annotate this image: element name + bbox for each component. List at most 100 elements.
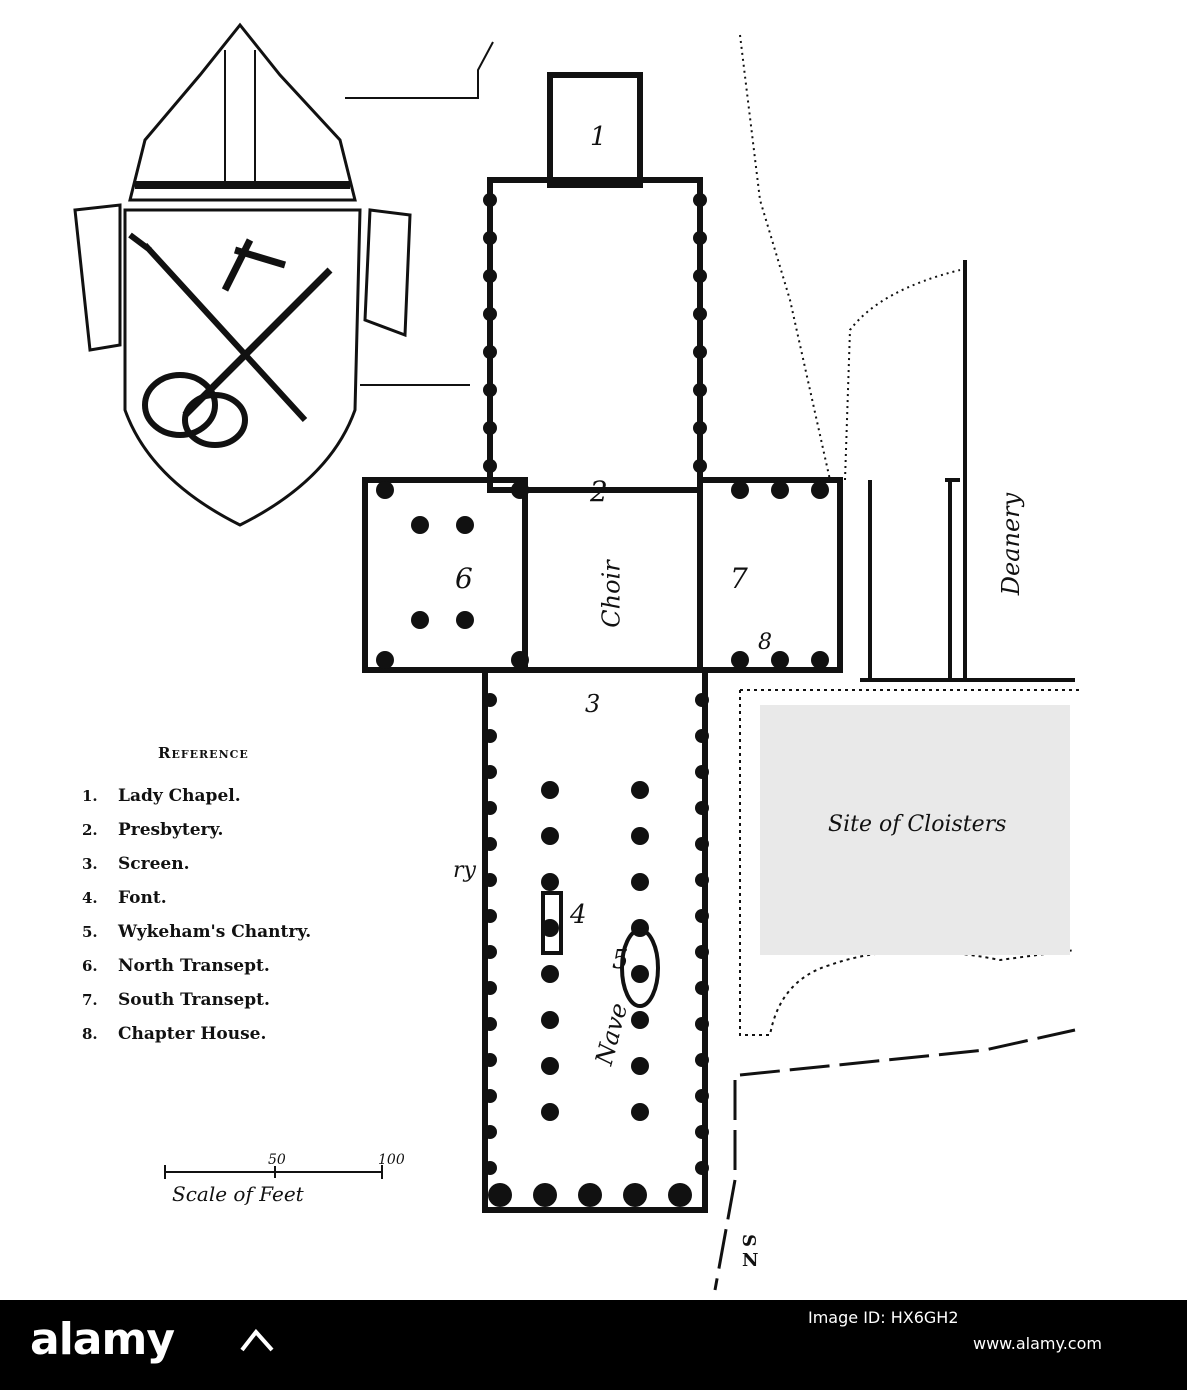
watermark-footer: alamy Image ID: HX6GH2 www.alamy.com — [0, 1300, 1187, 1390]
label-font: 4 — [570, 900, 587, 930]
pier — [695, 1125, 709, 1139]
pier — [376, 481, 394, 499]
pier — [541, 1103, 559, 1121]
reference-item: 7. South Transept. — [82, 990, 311, 1024]
reference-number: 6. — [82, 957, 98, 975]
image-url: www.alamy.com — [973, 1334, 1102, 1353]
pier — [695, 1161, 709, 1175]
scale-end-label: 100 — [378, 1152, 405, 1168]
pier — [511, 481, 529, 499]
mitre-icon — [128, 22, 357, 202]
reference-item: 5.Wykeham's Chantry. — [82, 922, 311, 956]
pier — [693, 345, 707, 359]
label-deanery: Deanery — [997, 492, 1026, 596]
reference-label: South Transept. — [118, 990, 270, 1010]
reference-item: 6.North Transept. — [82, 956, 311, 990]
image-id: Image ID: HX6GH2 — [808, 1308, 959, 1327]
pier — [456, 516, 474, 534]
pier — [811, 481, 829, 499]
pier — [541, 827, 559, 845]
pier — [578, 1183, 602, 1207]
pier — [541, 781, 559, 799]
pier — [483, 765, 497, 779]
pier — [668, 1183, 692, 1207]
pier — [695, 693, 709, 707]
reference-number: 7. — [82, 991, 98, 1009]
pier — [623, 1183, 647, 1207]
pier — [695, 945, 709, 959]
pier — [483, 1089, 497, 1103]
cathedral-outline — [362, 72, 843, 1213]
pier — [483, 345, 497, 359]
cloister-edge — [739, 689, 1080, 1036]
pier — [695, 981, 709, 995]
label-chantry: 5 — [612, 945, 629, 975]
scale-bar — [164, 1165, 383, 1179]
pier — [631, 781, 649, 799]
reference-title: Reference — [158, 744, 249, 762]
pier — [631, 1103, 649, 1121]
reference-item: 4.Font. — [82, 888, 311, 922]
pier — [695, 729, 709, 743]
pier — [533, 1183, 557, 1207]
label-south: S — [738, 1234, 759, 1247]
pier — [695, 1089, 709, 1103]
scale-mid-label: 50 — [268, 1152, 286, 1168]
pier — [693, 307, 707, 321]
pier — [695, 801, 709, 815]
pier — [771, 651, 789, 669]
pier — [483, 729, 497, 743]
cloister-stipple — [760, 705, 1070, 955]
pier — [541, 1011, 559, 1029]
alamy-logo-icon: alamy — [30, 1314, 175, 1365]
pier — [695, 837, 709, 851]
pier — [483, 231, 497, 245]
pier — [483, 1017, 497, 1031]
pier — [483, 421, 497, 435]
pier — [631, 965, 649, 983]
pier — [483, 873, 497, 887]
pier — [483, 383, 497, 397]
reference-label: Presbytery. — [118, 820, 224, 840]
pier — [693, 193, 707, 207]
pier — [483, 693, 497, 707]
reference-label: Screen. — [118, 854, 190, 874]
pier — [483, 193, 497, 207]
reference-number: 8. — [82, 1025, 98, 1043]
pier — [483, 459, 497, 473]
pier — [695, 873, 709, 887]
label-choir: Choir — [597, 560, 626, 628]
pier — [695, 1053, 709, 1067]
reference-number: 3. — [82, 855, 98, 873]
pier — [631, 1011, 649, 1029]
pier — [483, 307, 497, 321]
pier — [376, 651, 394, 669]
reference-number: 2. — [82, 821, 98, 839]
pier — [811, 651, 829, 669]
pier — [483, 269, 497, 283]
pier — [541, 919, 559, 937]
label-chapter-house: 8 — [758, 630, 772, 655]
pier — [631, 873, 649, 891]
label-cloisters: Site of Cloisters — [828, 812, 1007, 837]
pier — [541, 1057, 559, 1075]
reference-number: 1. — [82, 787, 98, 805]
label-north: N — [742, 1250, 759, 1271]
pier — [693, 383, 707, 397]
label-ry: ry — [453, 858, 476, 883]
pier — [483, 1125, 497, 1139]
pier — [541, 873, 559, 891]
reference-label: Font. — [118, 888, 167, 908]
piers — [376, 193, 829, 1207]
pier — [693, 231, 707, 245]
pier — [693, 269, 707, 283]
pier — [483, 801, 497, 815]
reference-item: 1.Lady Chapel. — [82, 786, 311, 820]
deanery-boundary — [860, 260, 1075, 682]
label-lady-chapel: 1 — [590, 122, 607, 152]
pier — [631, 1057, 649, 1075]
label-north-transept: 6 — [455, 562, 473, 595]
label-screen: 3 — [585, 690, 601, 718]
sword-icon — [128, 232, 308, 423]
scale-label: Scale of Feet — [172, 1182, 304, 1206]
